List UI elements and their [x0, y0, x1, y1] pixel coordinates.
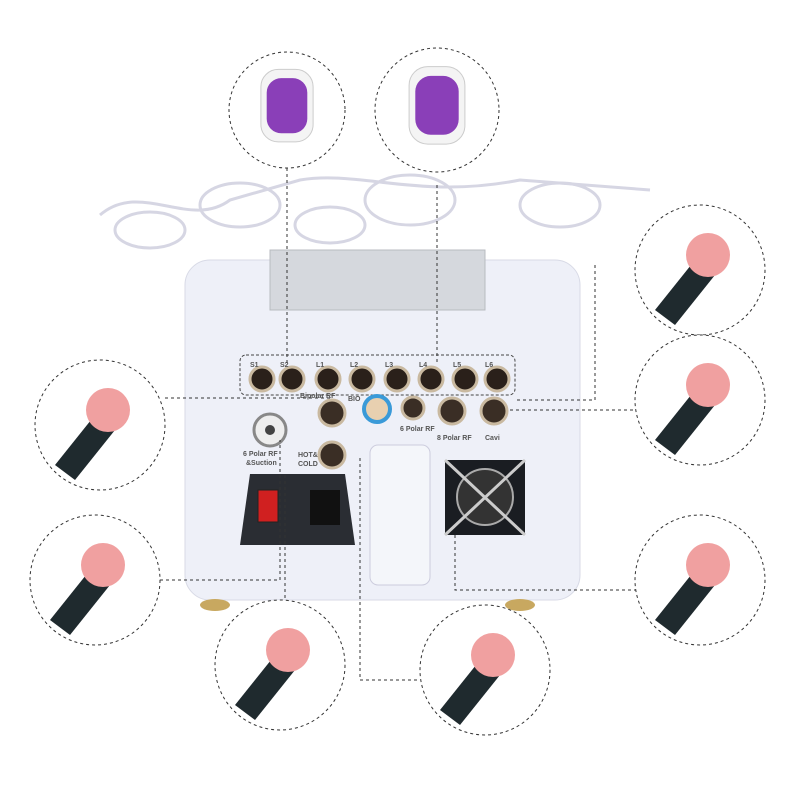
port-label: L3 [385, 362, 393, 369]
electrode-pad-large [374, 47, 500, 173]
top-bracket [269, 249, 486, 311]
power-socket [310, 490, 340, 525]
port-s2[interactable]: S2 [278, 362, 306, 393]
port-suction[interactable] [252, 412, 288, 448]
port-bipolar[interactable] [317, 398, 347, 428]
connector-lines [160, 150, 640, 681]
hot-cold-handle [29, 514, 161, 646]
port-l3[interactable]: L3 [383, 362, 411, 393]
vacuum-handle [419, 604, 551, 736]
electrode-pad-small [228, 51, 346, 169]
label-bipolar: Bipolar RF [300, 393, 336, 400]
port-bio[interactable] [362, 394, 392, 424]
foot [200, 599, 230, 611]
accessory-circles [29, 47, 766, 736]
foot [505, 599, 535, 611]
port-label: L2 [350, 362, 358, 369]
label-hot-cold-1: HOT& [298, 452, 318, 459]
rf-handle-3-tip [34, 359, 166, 491]
acrylic-holder [99, 173, 651, 250]
port-hot-cold[interactable] [317, 440, 347, 470]
port-6-polar[interactable] [400, 395, 426, 421]
port-cavi[interactable] [479, 396, 509, 426]
cavitation-handle [634, 334, 766, 466]
label-suction-1: 6 Polar RF [243, 451, 278, 458]
label-suction-2: &Suction [246, 460, 277, 467]
led-ring-handle [214, 599, 346, 731]
port-row: S1 S2 L1 L2 L3 L4 L5 L6 [248, 362, 511, 393]
port-label: S2 [280, 362, 289, 369]
label-bio: BIO [348, 396, 361, 403]
port-l5[interactable]: L5 [451, 362, 479, 393]
port-s1[interactable]: S1 [248, 362, 276, 393]
port-l2[interactable]: L2 [348, 362, 376, 393]
cup-holder [369, 444, 431, 586]
port-l6[interactable]: L6 [483, 362, 511, 393]
label-6-polar: 6 Polar RF [400, 426, 435, 433]
port-label: L5 [453, 362, 461, 369]
fan-guard [443, 458, 527, 537]
label-8-polar: 8 Polar RF [437, 435, 472, 442]
port-label: S1 [250, 362, 259, 369]
port-label: L6 [485, 362, 493, 369]
label-hot-cold-2: COLD [298, 461, 318, 468]
port-8-polar[interactable] [437, 396, 467, 426]
rf-handle-6-tip [634, 204, 766, 336]
port-label: L4 [419, 362, 427, 369]
port-l4[interactable]: L4 [417, 362, 445, 393]
rf-handle-8-tip [634, 514, 766, 646]
label-cavi: Cavi [485, 435, 500, 442]
port-l1[interactable]: L1 [314, 362, 342, 393]
power-switch[interactable] [257, 489, 279, 523]
port-label: L1 [316, 362, 324, 369]
